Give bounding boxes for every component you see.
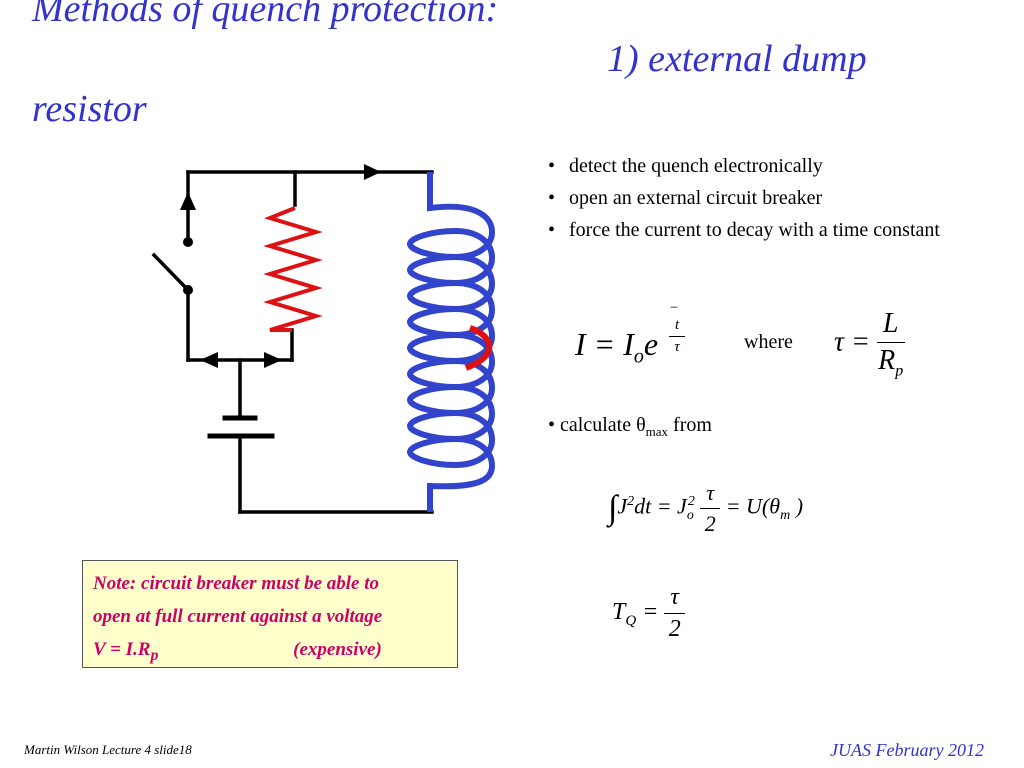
arrow-top-right [364, 164, 381, 180]
dump-resistor [263, 206, 323, 332]
bullet-item: force the current to decay with a time c… [548, 216, 948, 244]
voltage-subscript: p [150, 646, 159, 664]
footer-author: Martin Wilson Lecture 4 slide18 [24, 742, 192, 757]
arrow-middle-right [264, 352, 282, 368]
calculate-sub: max [645, 424, 669, 439]
arrow-middle-left [200, 352, 218, 368]
switch-blade [151, 252, 191, 293]
arrow-left-up [180, 192, 196, 210]
bullet-item: open an external circuit breaker [548, 184, 948, 212]
quench-section [464, 325, 493, 371]
note-line-1: Note: circuit breaker must be able to [93, 573, 380, 594]
magnet-coil [406, 172, 496, 512]
bullet-list: detect the quench electronically open an… [548, 152, 948, 248]
title-line-2: 1) external dump [607, 38, 867, 80]
calculate-suffix: from [668, 414, 712, 436]
expensive-label: (expensive) [293, 639, 382, 660]
calculate-line: • calculate θmax from [548, 414, 712, 439]
note-box: Note: circuit breaker must be able to op… [82, 560, 458, 668]
calculate-prefix: calculate θ [560, 414, 646, 436]
switch-contact-top [183, 237, 193, 247]
circuit-diagram [151, 164, 496, 514]
slide-title: Methods of quench protection: 1) externa… [32, 0, 992, 134]
bullet-item: detect the quench electronically [548, 152, 948, 180]
title-line-1: Methods of quench protection: [32, 0, 499, 30]
footer-date: JUAS February 2012 [830, 740, 984, 760]
note-line-2: open at full current against a voltage [93, 606, 383, 627]
switch-contact-bottom [183, 285, 193, 295]
note-line-3: V = I.Rp (expensive) [93, 633, 447, 672]
where-label: where [744, 331, 793, 353]
title-line-3: resistor [32, 88, 147, 130]
voltage-formula: V = I.R [93, 639, 151, 660]
